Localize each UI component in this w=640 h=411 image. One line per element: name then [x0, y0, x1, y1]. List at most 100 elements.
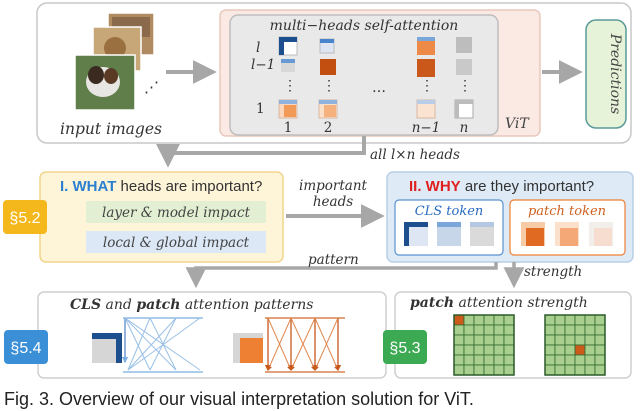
predictions-box [585, 19, 627, 129]
grid-cell [453, 334, 465, 346]
grid-cell [503, 364, 515, 376]
why-heading: II. WHY are they important? [409, 178, 594, 195]
grid-cell [584, 314, 596, 326]
predictions-label: Predictions [607, 33, 623, 114]
grid-cell [564, 344, 576, 356]
grid-cell [453, 354, 465, 366]
head-col-1 [278, 36, 298, 119]
grid-cell [503, 334, 515, 346]
grid-cell [493, 354, 505, 366]
grid-cell [584, 364, 596, 376]
badge-5-3 [383, 330, 427, 364]
local-global-impact-box [86, 231, 266, 253]
grid-cell [554, 344, 566, 356]
cls-pattern [92, 317, 203, 373]
grid-cell [564, 364, 576, 376]
grid-cell [594, 344, 606, 356]
grid-cell [574, 364, 586, 376]
svg-text:⋮: ⋮ [458, 78, 472, 94]
grid-cell [483, 354, 495, 366]
grid-cell [564, 314, 576, 326]
grid-cell [594, 324, 606, 336]
grid-cell [483, 364, 495, 376]
badge-5-4-label: §5.4 [10, 340, 41, 357]
strength-grid-left [453, 314, 515, 376]
connector-all-heads [156, 136, 366, 168]
grid-cell [473, 354, 485, 366]
grid-cell [483, 314, 495, 326]
what-suffix: heads are important? [116, 178, 262, 195]
mhsa-ellipsis: … [372, 80, 386, 96]
patterns-rest: attention patterns [180, 297, 313, 313]
grid-cell [574, 314, 586, 326]
input-image-stack: ⋰ [74, 12, 159, 111]
svg-text:⋮: ⋮ [420, 78, 434, 94]
grid-cell [463, 314, 475, 326]
grid-cell [493, 334, 505, 346]
what-heading: I. WHAT heads are important? [60, 178, 262, 195]
highlighted-patch-cell [453, 314, 465, 326]
local-global-impact-label: local & global impact [103, 235, 250, 251]
patch-pattern [233, 317, 345, 373]
badge-5-3-label: §5.3 [389, 340, 420, 357]
patterns-cls: CLS [70, 297, 101, 313]
grid-cell [473, 324, 485, 336]
vit-label: ViT [505, 116, 530, 132]
cls-token-label: CLS token [415, 204, 484, 219]
why-suffix: are they important? [461, 178, 594, 195]
input-images-label: input images [60, 120, 162, 138]
grid-cell [574, 324, 586, 336]
patterns-and: and [101, 297, 136, 313]
grid-cell [473, 364, 485, 376]
grid-cell [473, 334, 485, 346]
svg-text:⋮: ⋮ [322, 78, 336, 94]
overview-diagram: ⋰ input images ViT multi−heads self-atte… [3, 2, 634, 379]
grid-cell [554, 364, 566, 376]
grid-cell [544, 354, 556, 366]
grid-cell [554, 324, 566, 336]
grid-cell [574, 354, 586, 366]
important-label: important [299, 178, 368, 194]
grid-cell [574, 334, 586, 346]
grid-cell [463, 364, 475, 376]
image-stack-dots: ⋰ [144, 78, 159, 96]
grid-cell [463, 334, 475, 346]
grid-cell [503, 344, 515, 356]
patch-token-heads [521, 222, 613, 246]
col-label-1: 1 [284, 120, 293, 136]
why-prefix: II. WHY [409, 178, 461, 195]
grid-cell [554, 354, 566, 366]
grid-frame [453, 314, 515, 376]
strength-patch: patch [410, 295, 454, 311]
grid-cell [584, 324, 596, 336]
cls-token-heads [404, 222, 494, 246]
row-label-l: l [256, 40, 260, 56]
grid-cell [483, 334, 495, 346]
grid-cell [473, 344, 485, 356]
grid-cell [493, 364, 505, 376]
grid-cell [554, 334, 566, 346]
patch-token-label: patch token [528, 204, 606, 219]
grid-cell [584, 354, 596, 366]
layer-model-impact-box [86, 201, 266, 223]
highlighted-patch-cell [574, 344, 586, 356]
grid-cell [564, 324, 576, 336]
grid-cell [554, 314, 566, 326]
mhsa-title: multi−heads self-attention [270, 18, 459, 34]
grid-cell [453, 324, 465, 336]
grid-cell [463, 344, 475, 356]
grid-cell [584, 334, 596, 346]
badge-5-2 [3, 200, 47, 234]
grid-cell [493, 324, 505, 336]
head-col-2: ⋮ [318, 38, 338, 119]
grid-cell [594, 314, 606, 326]
layer-model-impact-label: layer & model impact [102, 205, 251, 221]
row-label-l-minus-1: l−1 [251, 57, 275, 73]
grid-cell [544, 314, 556, 326]
col-label-2: 2 [324, 120, 333, 136]
col-label-n: n [460, 120, 469, 136]
head-col-n: ⋮ [454, 37, 474, 119]
patterns-patch: patch [136, 297, 180, 313]
row-label-1: 1 [256, 101, 265, 117]
